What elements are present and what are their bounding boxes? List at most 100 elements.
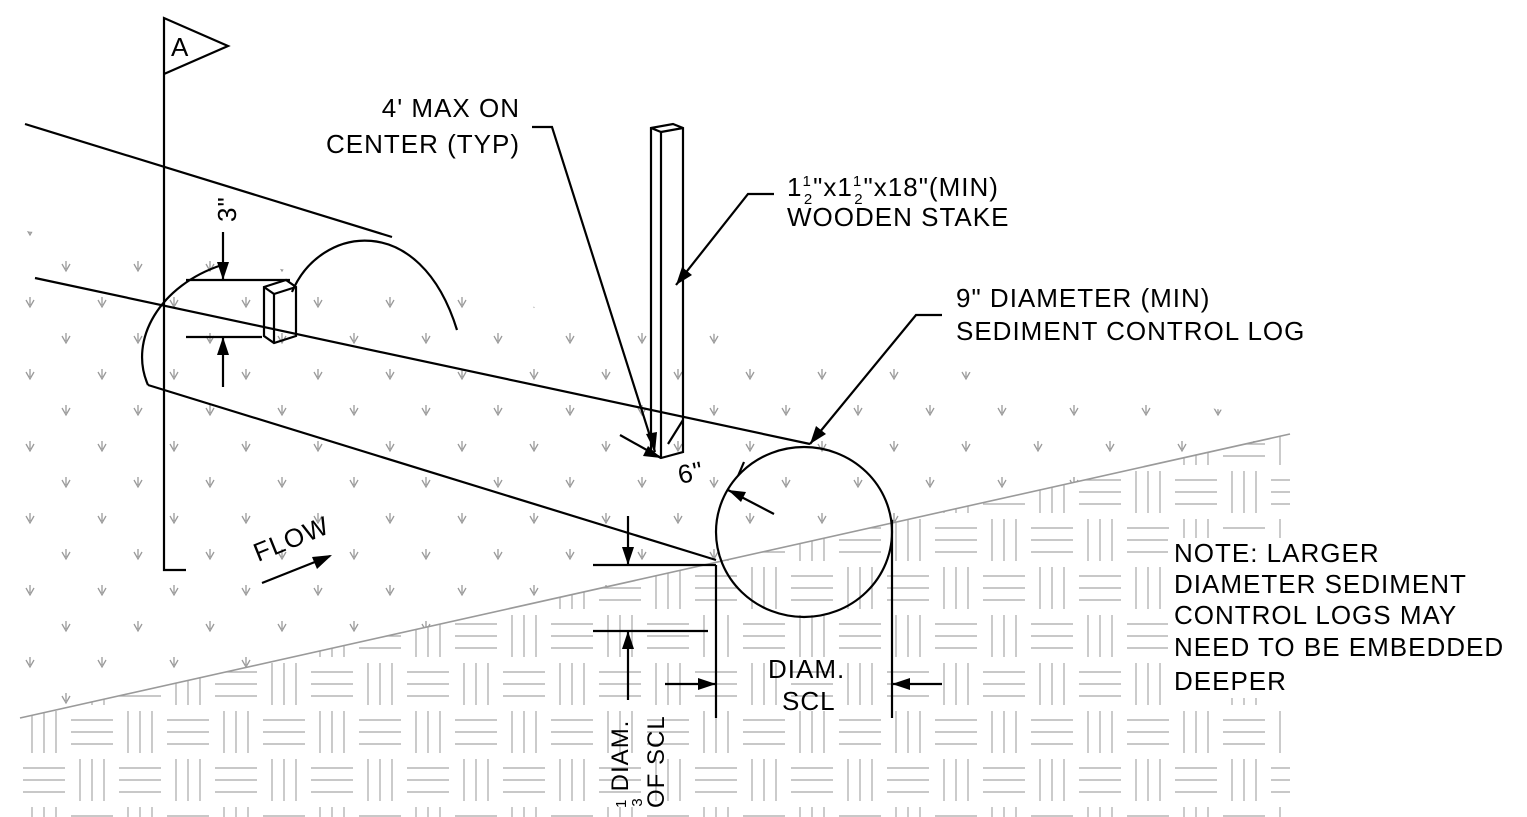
soil-hatch-cell bbox=[695, 767, 737, 793]
surface-mark bbox=[385, 515, 395, 525]
surface-mark bbox=[853, 623, 863, 633]
surface-mark bbox=[1033, 230, 1043, 237]
surface-mark bbox=[818, 156, 826, 163]
stake-frac-1-den: 2 bbox=[804, 191, 813, 208]
surface-mark bbox=[1105, 230, 1115, 237]
soil-hatch-cell bbox=[71, 623, 113, 649]
surface-mark bbox=[493, 551, 503, 561]
surface-mark bbox=[493, 623, 503, 633]
soil-hatch-cell bbox=[599, 575, 641, 601]
surface-mark bbox=[457, 299, 467, 309]
soil-hatch-cell bbox=[1039, 567, 1065, 609]
soil-hatch-cell bbox=[983, 575, 1025, 601]
soil-hatch-cell bbox=[1135, 567, 1161, 609]
soil-hatch-cell bbox=[311, 767, 353, 793]
soil-hatch-cell bbox=[1087, 711, 1113, 753]
surface-mark bbox=[349, 623, 359, 633]
soil-hatch-cell bbox=[215, 767, 257, 793]
surface-mark bbox=[710, 192, 718, 199]
soil-hatch-cell bbox=[79, 663, 105, 705]
surface-mark bbox=[313, 230, 323, 237]
soil-hatch-cell bbox=[407, 671, 449, 697]
surface-mark bbox=[133, 551, 143, 561]
soil-hatch-cell bbox=[23, 575, 65, 601]
soil-hatch-cell bbox=[799, 434, 825, 465]
surface-mark bbox=[745, 587, 755, 597]
soil-hatch-cell bbox=[1175, 767, 1217, 793]
surface-mark bbox=[781, 551, 791, 561]
section-flag-label: A bbox=[171, 32, 189, 62]
diam-label-line1: DIAM. bbox=[768, 654, 845, 684]
surface-mark bbox=[242, 732, 250, 739]
surface-mark bbox=[133, 479, 143, 489]
surface-mark bbox=[530, 732, 538, 739]
soil-hatch-cell bbox=[799, 807, 825, 817]
surface-mark bbox=[133, 407, 143, 417]
surface-mark bbox=[25, 515, 35, 525]
surface-mark bbox=[169, 371, 179, 381]
surface-mark bbox=[997, 623, 1007, 633]
surface-mark bbox=[601, 230, 611, 237]
soil-hatch-cell bbox=[127, 807, 153, 817]
surface-mark bbox=[1249, 230, 1259, 237]
soil-hatch-cell bbox=[127, 434, 153, 465]
soil-hatch-cell bbox=[751, 759, 777, 801]
surface-mark bbox=[890, 156, 898, 163]
surface-mark bbox=[97, 371, 107, 381]
surface-mark bbox=[673, 230, 683, 237]
note-line3: CONTROL LOGS MAY bbox=[1174, 600, 1457, 630]
soil-hatch-cell bbox=[223, 519, 249, 561]
surface-mark bbox=[97, 299, 107, 309]
soil-hatch-cell bbox=[1279, 711, 1281, 753]
soil-hatch-cell bbox=[943, 663, 969, 705]
surface-mark bbox=[1034, 732, 1042, 739]
surface-mark bbox=[313, 659, 323, 669]
surface-mark bbox=[781, 263, 791, 273]
soil-hatch-cell bbox=[271, 471, 297, 513]
surface-mark bbox=[385, 443, 395, 453]
soil-hatch-cell bbox=[79, 759, 105, 801]
soil-hatch-cell bbox=[607, 711, 633, 753]
soil-hatch-cell bbox=[791, 767, 833, 793]
note-line1: NOTE: LARGER bbox=[1174, 538, 1380, 568]
soil-hatch-cell bbox=[1271, 767, 1290, 793]
surface-mark bbox=[1177, 443, 1187, 453]
soil-hatch-cell bbox=[1127, 443, 1169, 457]
soil-hatch-cell bbox=[407, 767, 449, 793]
soil-hatch-cell bbox=[647, 815, 689, 817]
surface-mark bbox=[601, 371, 611, 381]
log-label-line2: SEDIMENT CONTROL LOG bbox=[956, 316, 1305, 346]
soil-hatch-cell bbox=[223, 807, 249, 817]
surface-mark bbox=[853, 263, 863, 273]
surface-mark bbox=[637, 263, 647, 273]
soil-hatch-cell bbox=[1127, 623, 1169, 649]
soil-hatch-cell bbox=[991, 519, 1017, 561]
stake-frac-1-num: 1 bbox=[802, 173, 811, 190]
surface-mark bbox=[1069, 407, 1079, 417]
surface-mark bbox=[457, 515, 467, 525]
surface-mark bbox=[674, 156, 682, 163]
soil-hatch-cell bbox=[895, 711, 921, 753]
soil-hatch-cell bbox=[703, 434, 729, 465]
surface-mark bbox=[26, 156, 34, 163]
surface-mark bbox=[1070, 192, 1078, 199]
soil-hatch-cell bbox=[743, 623, 785, 649]
surface-mark bbox=[422, 192, 430, 199]
section-flag: A bbox=[162, 16, 231, 572]
soil-hatch-cell bbox=[607, 615, 633, 657]
ground-line bbox=[19, 433, 1291, 719]
surface-mark bbox=[1033, 371, 1043, 381]
surface-mark bbox=[997, 407, 1007, 417]
soil-hatch-cell bbox=[599, 479, 641, 505]
soil-hatch-cell bbox=[119, 671, 161, 697]
soil-hatch-cell bbox=[791, 575, 833, 601]
surface-mark bbox=[1141, 407, 1151, 417]
soil-hatch-cell bbox=[463, 759, 489, 801]
stake-leader bbox=[675, 192, 774, 286]
soil-hatch-cell bbox=[175, 663, 201, 705]
overlap-dimension: 3" bbox=[186, 196, 290, 387]
surface-mark bbox=[277, 695, 287, 705]
surface-mark bbox=[1213, 407, 1223, 417]
soil-hatch-cell bbox=[1031, 623, 1073, 649]
